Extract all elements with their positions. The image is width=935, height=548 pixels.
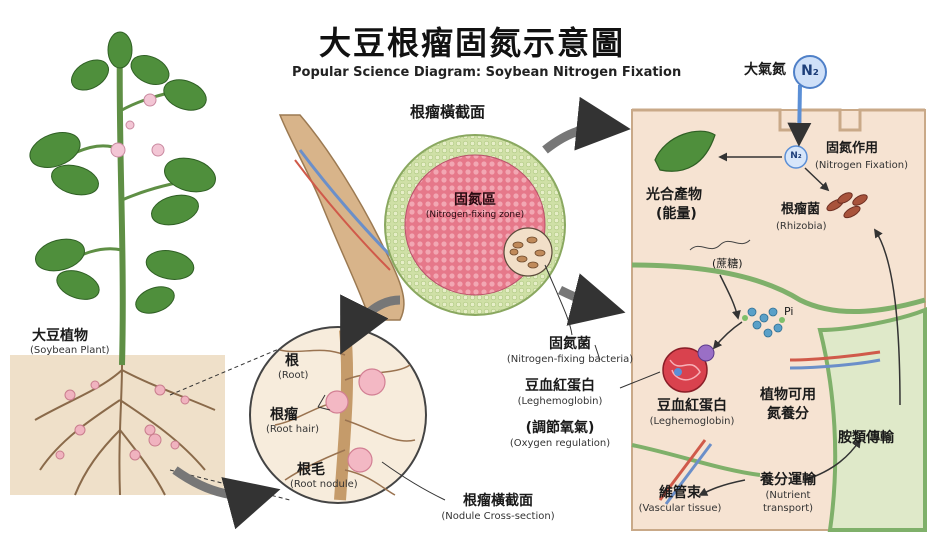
atmospheric-nitrogen-label: 大氣氮	[744, 62, 786, 78]
zone-label-en: (Nitrogen-fixing zone)	[405, 210, 545, 220]
leghemoglobin-right-en: (Leghemoglobin)	[632, 416, 752, 428]
root-hair-label-en: (Root hair)	[266, 424, 319, 436]
fixation-label-zh: 固氮作用	[826, 142, 878, 157]
cross-section-label-zh: 根瘤橫截面	[438, 493, 558, 509]
leghemoglobin-left-zh: 豆血紅蛋白	[500, 378, 620, 394]
nutrient-label-en1: (Nutrient	[748, 490, 828, 502]
bacteria-label-en: (Nitrogen-fixing bacteria)	[490, 354, 650, 366]
vascular-label-en: (Vascular tissue)	[630, 503, 730, 515]
page-title: 大豆根瘤固氮示意圖	[312, 25, 632, 62]
pi-label: Pi	[784, 306, 793, 319]
vascular-label-zh: 維管束	[640, 485, 720, 501]
rhizobia-label-zh: 根瘤菌	[781, 203, 820, 218]
n2-inflow-arrow	[799, 85, 800, 142]
root-nodule-label-zh: 根毛	[297, 462, 325, 478]
soybean-plant	[10, 32, 225, 495]
plant-label-en: (Soybean Plant)	[30, 345, 110, 357]
arrow-to-detail-bottom	[560, 290, 615, 310]
bacteria-label-zh: 固氮菌	[520, 336, 620, 352]
leghemoglobin-left-en: (Leghemoglobin)	[500, 396, 620, 408]
root-label-zh: 根	[285, 353, 299, 369]
nodule-section	[280, 115, 572, 335]
amide-transport-label: 胺類傳輸	[838, 430, 894, 446]
nodule-section-title: 根瘤橫截面	[410, 104, 485, 121]
cell-detail-panel	[632, 85, 925, 530]
energy-label: (能量)	[656, 206, 697, 222]
fixation-label-en: (Nitrogen Fixation)	[815, 160, 908, 172]
n2-label-large: N₂	[796, 63, 824, 79]
available-n-line2: 氮養分	[748, 406, 828, 422]
arrow-to-detail-top	[545, 127, 620, 150]
root-label-en: (Root)	[278, 370, 308, 382]
oxygen-label-zh: (調節氧氣)	[500, 420, 620, 436]
available-n-line1: 植物可用	[748, 387, 828, 403]
leghemoglobin-right-zh: 豆血紅蛋白	[637, 398, 747, 414]
soil	[10, 355, 225, 495]
cross-section-label-en: (Nodule Cross-section)	[425, 511, 571, 523]
n2-label-small: N₂	[786, 151, 806, 161]
root-nodule-label-en: (Root nodule)	[290, 479, 358, 491]
root-hair-label-zh: 根瘤	[270, 407, 298, 423]
photosynthate-label: 光合產物	[646, 187, 702, 203]
plant-label-zh: 大豆植物	[32, 328, 88, 344]
nutrient-label-en2: transport)	[748, 503, 828, 515]
oxygen-label-en: (Oxygen regulation)	[490, 438, 630, 450]
sucrose-label: (蔗糖)	[712, 258, 743, 271]
rhizobia-label-en: (Rhizobia)	[776, 221, 827, 233]
nutrient-label-zh: 養分運輸	[748, 472, 828, 488]
page-subtitle: Popular Science Diagram: Soybean Nitroge…	[292, 66, 652, 81]
zone-label-zh: 固氮區	[415, 192, 535, 208]
